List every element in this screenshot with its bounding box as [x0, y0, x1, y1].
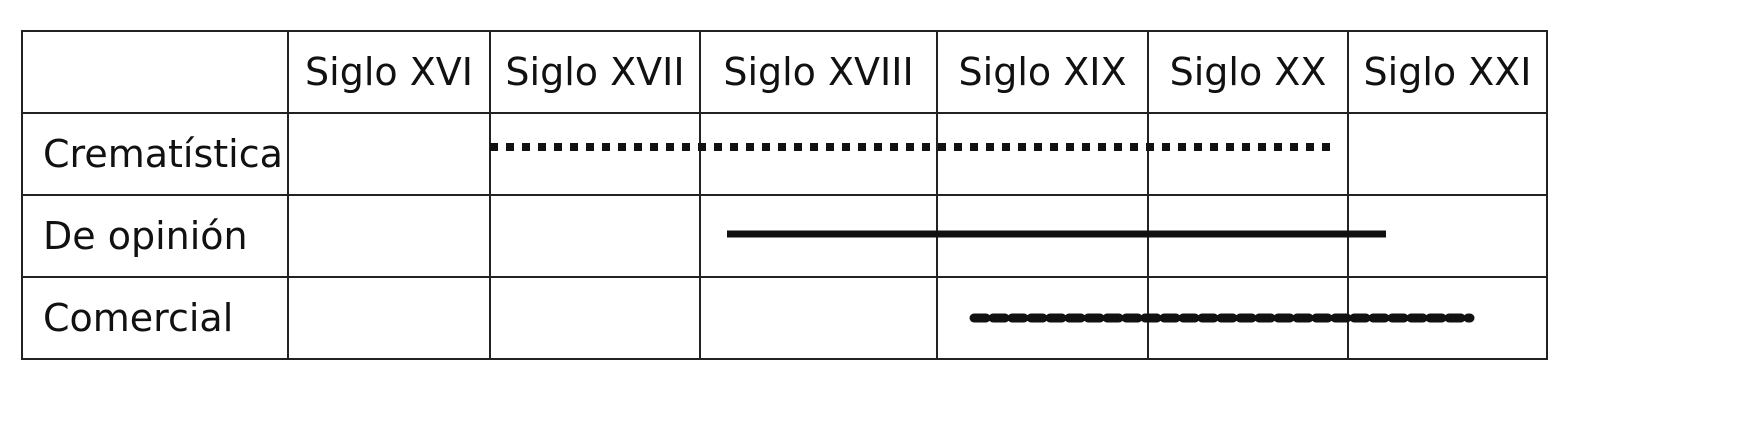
column-header-siglo-xvii: Siglo XVII [505, 50, 684, 94]
column-headers: Siglo XVI Siglo XVII Siglo XVIII Siglo X… [305, 50, 1531, 94]
timeline-spans [490, 143, 1475, 323]
row-label-crematistica: Crematística [43, 132, 283, 176]
row-labels: Crematística De opinión Comercial [43, 132, 283, 340]
column-header-siglo-xxi: Siglo XXI [1364, 50, 1532, 94]
table-grid [21, 30, 1548, 360]
column-header-siglo-xviii: Siglo XVIII [723, 50, 913, 94]
row-label-de-opinion: De opinión [43, 214, 248, 258]
column-header-siglo-xix: Siglo XIX [959, 50, 1127, 94]
column-header-siglo-xvi: Siglo XVI [305, 50, 473, 94]
column-header-siglo-xx: Siglo XX [1170, 50, 1327, 94]
row-label-comercial: Comercial [43, 296, 233, 340]
